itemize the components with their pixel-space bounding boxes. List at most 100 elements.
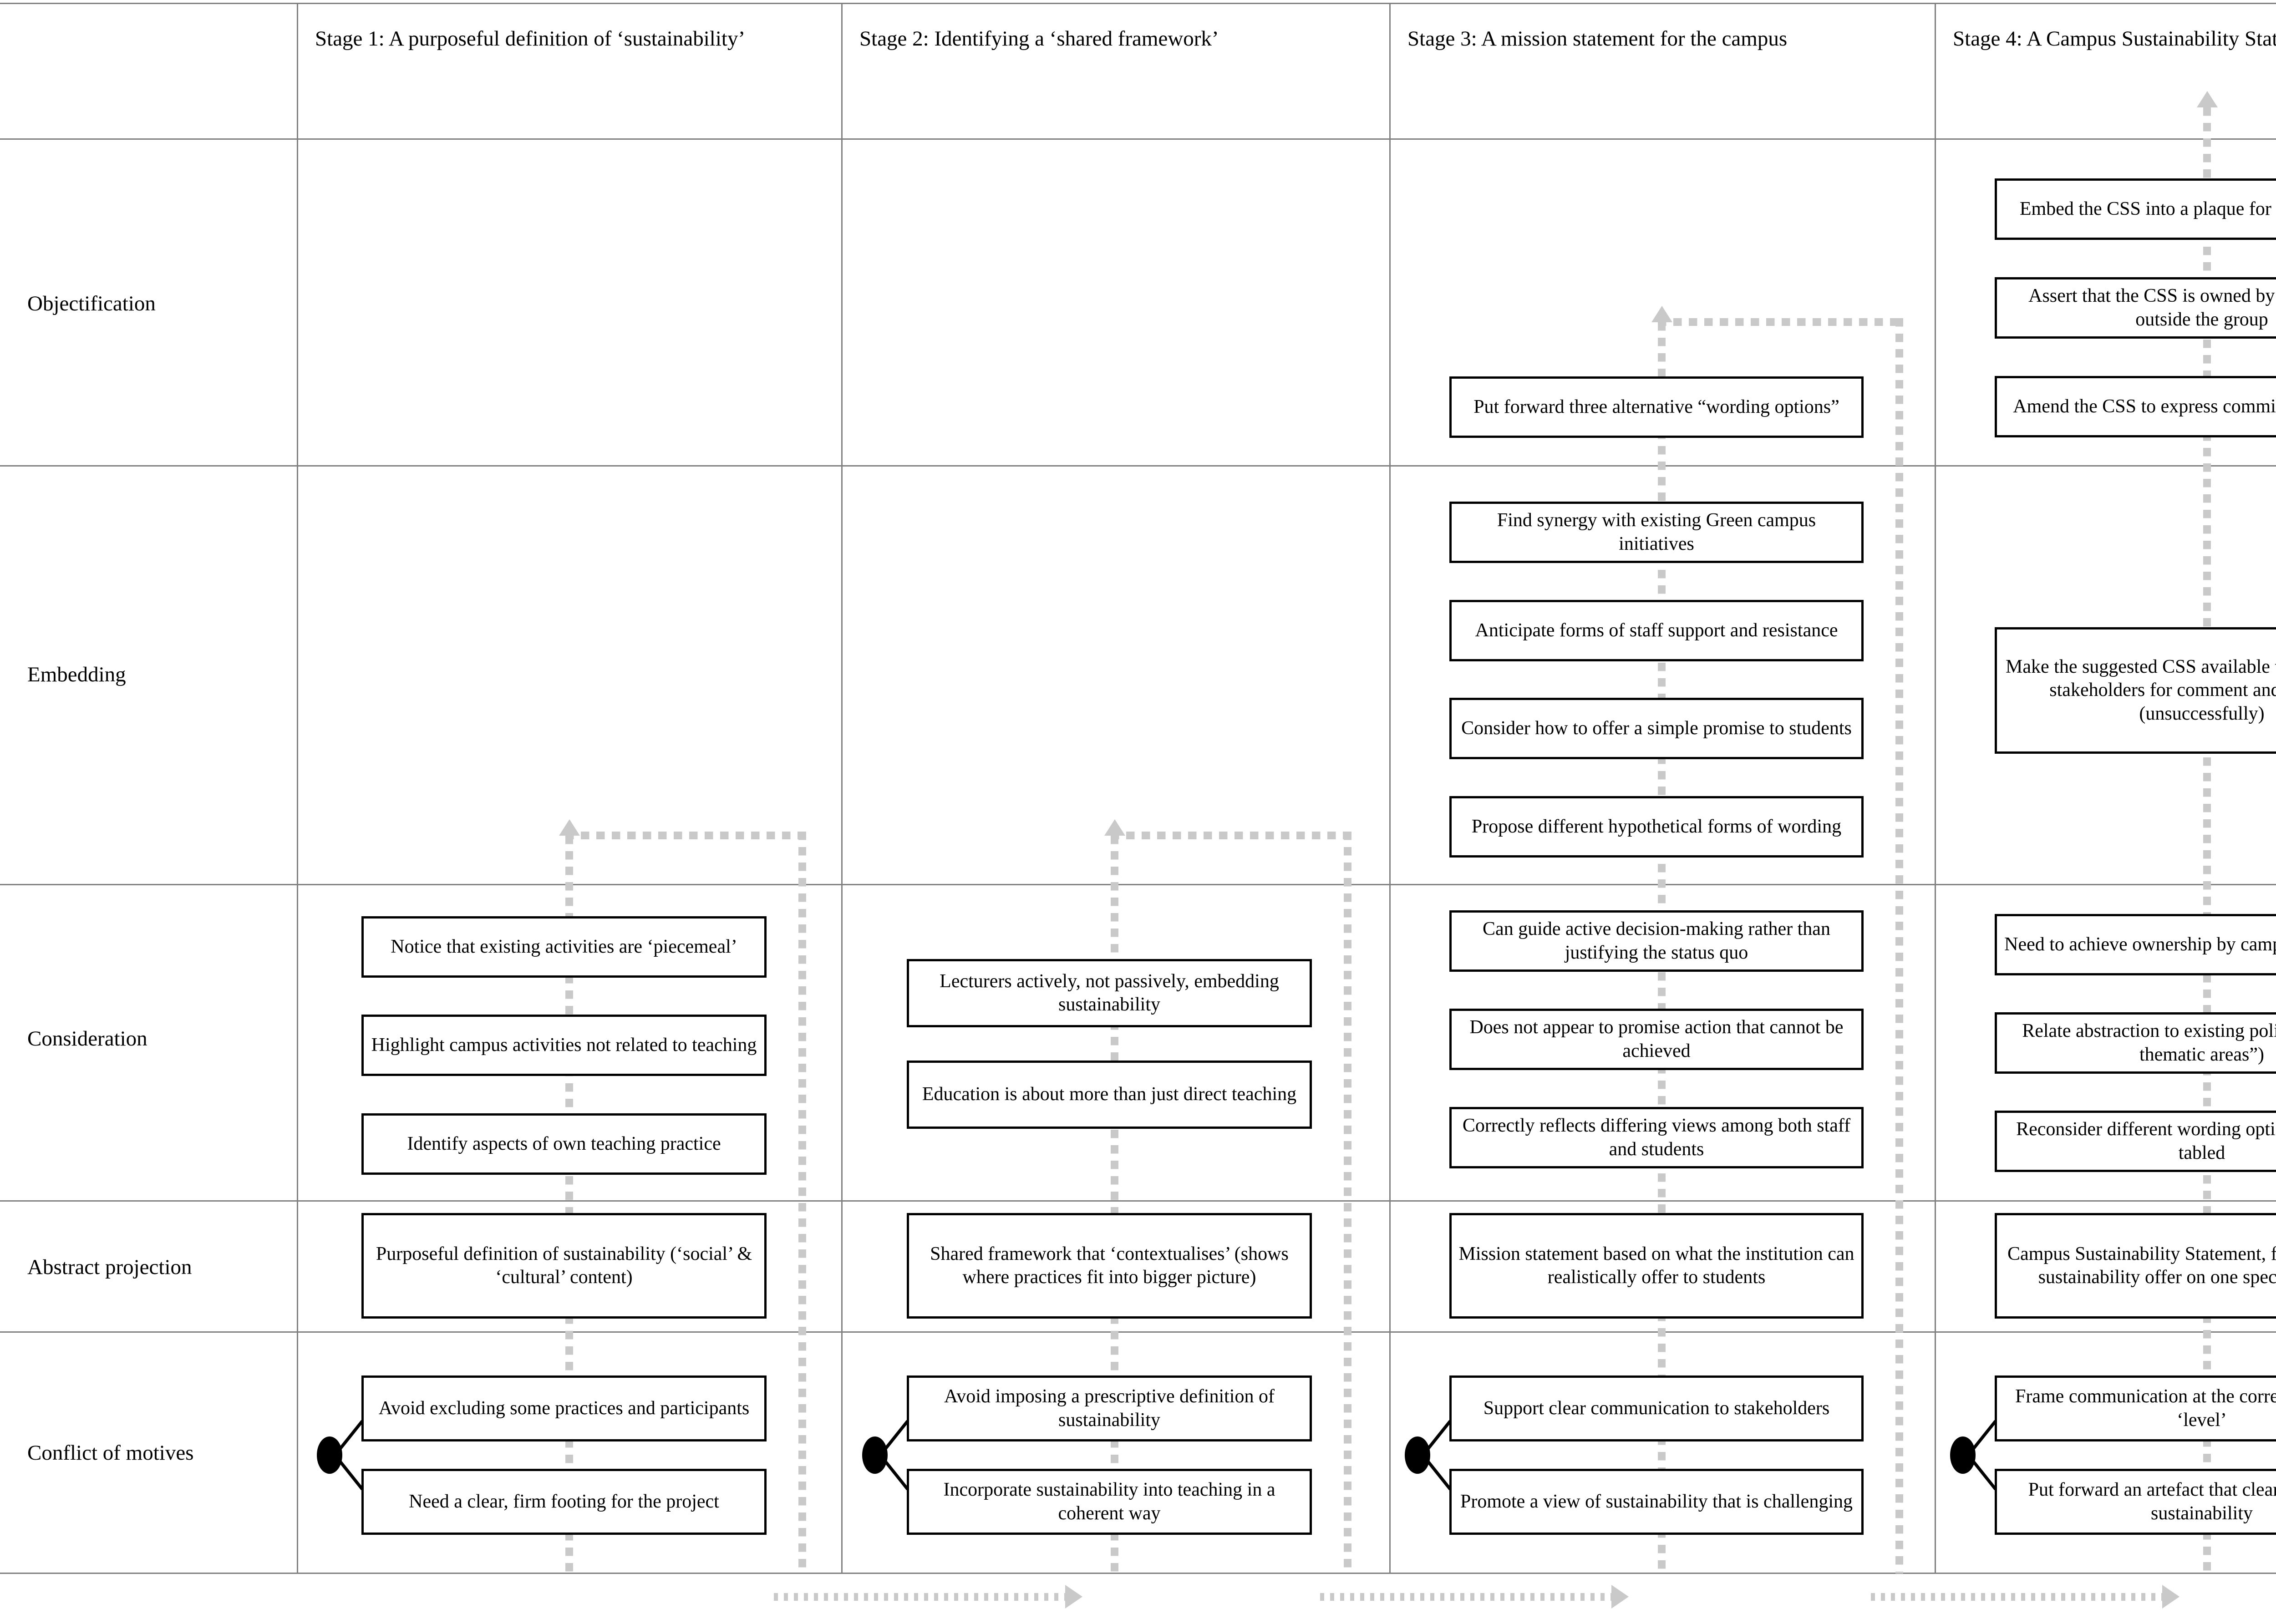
concept-box-text: Embed the CSS into a plaque for public d… [2019, 198, 2276, 219]
concept-box-text: Does not appear to promise action that c… [1469, 1017, 1844, 1061]
grid-col-divider-4 [1935, 3, 1936, 1574]
concept-box-abstract-projection-stage4-0[interactable]: Campus Sustainability Statement, focussi… [1995, 1213, 2276, 1319]
grid-col-divider-1 [297, 3, 298, 1574]
concept-box-text: Amend the CSS to express commitment to a… [2013, 396, 2276, 417]
concept-box-embedding-stage4-0[interactable]: Make the suggested CSS available to a wi… [1995, 627, 2276, 754]
grid-line-consideration-bottom [0, 1200, 2276, 1202]
grid-col-divider-3 [1389, 3, 1391, 1574]
concept-box-text: Put forward an artefact that clearly pri… [2028, 1479, 2276, 1524]
concept-box-text: Notice that existing activities are ‘pie… [391, 936, 737, 957]
flow-arrow-stage1-to-stage2-line [774, 1593, 1065, 1601]
concept-box-objectification-stage4-2[interactable]: Amend the CSS to express commitment to a… [1995, 376, 2276, 437]
concept-box-conflict-of-motives-stage2-0[interactable]: Avoid imposing a prescriptive definition… [907, 1375, 1312, 1441]
column-header-stage2: Stage 2: Identifying a ‘shared framework… [859, 27, 1219, 51]
concept-box-consideration-stage1-2[interactable]: Identify aspects of own teaching practic… [361, 1113, 767, 1175]
grid-line-abstract-bottom [0, 1331, 2276, 1333]
column-header-stage1: Stage 1: A purposeful definition of ‘sus… [315, 27, 746, 51]
conflict-node-dot [1405, 1436, 1430, 1474]
concept-box-text: Mission statement based on what the inst… [1458, 1243, 1854, 1288]
grid-col-divider-2 [841, 3, 843, 1574]
connector-vertical-stage1-right [798, 832, 806, 1573]
grid-line-top [0, 3, 2276, 4]
concept-box-text: Need to achieve ownership by campus stak… [2004, 934, 2276, 955]
grid-line-embedding-bottom [0, 884, 2276, 885]
flow-arrow-stage2-to-stage3-line [1320, 1593, 1611, 1601]
concept-box-consideration-stage2-0[interactable]: Lecturers actively, not passively, embed… [907, 959, 1312, 1027]
concept-box-consideration-stage2-1[interactable]: Education is about more than just direct… [907, 1061, 1312, 1129]
concept-box-text: Support clear communication to stakehold… [1483, 1397, 1830, 1419]
concept-box-text: Consider how to offer a simple promise t… [1461, 717, 1852, 739]
concept-box-consideration-stage4-0[interactable]: Need to achieve ownership by campus stak… [1995, 914, 2276, 975]
concept-box-abstract-projection-stage1-0[interactable]: Purposeful definition of sustainability … [361, 1213, 767, 1319]
concept-box-text: Incorporate sustainability into teaching… [943, 1479, 1275, 1524]
flow-arrow-stage3-to-stage4-line [1871, 1593, 2162, 1601]
conflict-marker-stage4 [1950, 1375, 2000, 1535]
arrow-up-stage3 [1651, 306, 1672, 322]
concept-box-objectification-stage4-1[interactable]: Assert that the CSS is owned by stakehol… [1995, 277, 2276, 339]
conflict-marker-stage1 [317, 1375, 367, 1535]
grid-line-bottom [0, 1573, 2276, 1574]
row-label-embedding: Embedding [27, 663, 126, 686]
conflict-node-dot [1950, 1436, 1976, 1474]
concept-box-text: Put forward three alternative “wording o… [1473, 396, 1839, 417]
concept-box-consideration-stage1-0[interactable]: Notice that existing activities are ‘pie… [361, 916, 767, 978]
conflict-node-dot [862, 1436, 888, 1474]
connector-horizontal-stage3-in [1658, 318, 1899, 326]
concept-box-conflict-of-motives-stage1-0[interactable]: Avoid excluding some practices and parti… [361, 1375, 767, 1441]
concept-box-text: Lecturers actively, not passively, embed… [940, 970, 1279, 1015]
concept-box-objectification-stage3-0[interactable]: Put forward three alternative “wording o… [1449, 376, 1864, 438]
concept-box-text: Relate abstraction to existing policy (“… [2022, 1020, 2276, 1065]
concept-box-embedding-stage3-3[interactable]: Propose different hypothetical forms of … [1449, 796, 1864, 858]
concept-box-text: Propose different hypothetical forms of … [1471, 816, 1842, 837]
concept-box-abstract-projection-stage2-0[interactable]: Shared framework that ‘contextualises’ (… [907, 1213, 1312, 1319]
concept-box-text: Find synergy with existing Green campus … [1497, 510, 1816, 554]
row-label-conflict-of-motives: Conflict of motives [27, 1441, 194, 1465]
conflict-marker-stage2 [862, 1375, 912, 1535]
connector-horizontal-stage1-in [565, 832, 802, 839]
connector-vertical-stage2-right [1344, 832, 1351, 1573]
concept-box-consideration-stage3-0[interactable]: Can guide active decision-making rather … [1449, 910, 1864, 972]
concept-box-embedding-stage3-1[interactable]: Anticipate forms of staff support and re… [1449, 600, 1864, 661]
concept-box-embedding-stage3-0[interactable]: Find synergy with existing Green campus … [1449, 502, 1864, 563]
concept-box-text: Anticipate forms of staff support and re… [1475, 619, 1838, 641]
concept-box-text: Avoid imposing a prescriptive definition… [944, 1386, 1275, 1431]
concept-box-conflict-of-motives-stage4-1[interactable]: Put forward an artefact that clearly pri… [1995, 1469, 2276, 1535]
concept-box-conflict-of-motives-stage4-0[interactable]: Frame communication at the correct insti… [1995, 1375, 2276, 1441]
row-label-abstract-projection: Abstract projection [27, 1255, 192, 1279]
concept-box-conflict-of-motives-stage3-1[interactable]: Promote a view of sustainability that is… [1449, 1469, 1864, 1535]
concept-box-text: Avoid excluding some practices and parti… [378, 1397, 750, 1419]
connector-vertical-stage4 [2203, 107, 2211, 1573]
arrow-up-stage4 [2197, 91, 2218, 107]
concept-box-text: Correctly reflects differing views among… [1462, 1115, 1851, 1160]
concept-box-consideration-stage3-1[interactable]: Does not appear to promise action that c… [1449, 1009, 1864, 1070]
concept-box-text: Assert that the CSS is owned by stakehol… [2028, 285, 2276, 330]
concept-box-consideration-stage4-2[interactable]: Reconsider different wording options pre… [1995, 1111, 2276, 1172]
concept-box-text: Campus Sustainability Statement, focussi… [2007, 1243, 2276, 1288]
concept-box-text: Promote a view of sustainability that is… [1460, 1491, 1853, 1512]
concept-box-consideration-stage4-1[interactable]: Relate abstraction to existing policy (“… [1995, 1012, 2276, 1074]
grid-line-header-bottom [0, 138, 2276, 140]
grid-line-objectification-bottom [0, 465, 2276, 467]
concept-box-text: Make the suggested CSS available to a wi… [2006, 656, 2276, 724]
concept-box-abstract-projection-stage3-0[interactable]: Mission statement based on what the inst… [1449, 1213, 1864, 1319]
concept-box-conflict-of-motives-stage3-0[interactable]: Support clear communication to stakehold… [1449, 1375, 1864, 1441]
concept-box-objectification-stage4-0[interactable]: Embed the CSS into a plaque for public d… [1995, 178, 2276, 240]
concept-box-text: Purposeful definition of sustainability … [376, 1243, 752, 1288]
flow-arrow-stage2-to-stage3-head [1611, 1585, 1629, 1609]
concept-box-text: Education is about more than just direct… [922, 1084, 1297, 1105]
concept-box-text: Frame communication at the correct insti… [2015, 1386, 2276, 1431]
concept-box-embedding-stage3-2[interactable]: Consider how to offer a simple promise t… [1449, 698, 1864, 759]
concept-box-conflict-of-motives-stage1-1[interactable]: Need a clear, firm footing for the proje… [361, 1469, 767, 1535]
column-header-stage4: Stage 4: A Campus Sustainability Stateme… [1953, 27, 2276, 51]
concept-box-consideration-stage3-2[interactable]: Correctly reflects differing views among… [1449, 1107, 1864, 1168]
connector-horizontal-stage2-in [1111, 832, 1347, 839]
row-label-consideration: Consideration [27, 1027, 147, 1051]
concept-box-text: Need a clear, firm footing for the proje… [409, 1491, 719, 1512]
concept-box-text: Shared framework that ‘contextualises’ (… [930, 1243, 1289, 1288]
concept-box-text: Reconsider different wording options pre… [2016, 1119, 2276, 1163]
flow-arrow-stage3-to-stage4-head [2162, 1585, 2179, 1609]
concept-box-text: Identify aspects of own teaching practic… [407, 1133, 721, 1154]
concept-box-conflict-of-motives-stage2-1[interactable]: Incorporate sustainability into teaching… [907, 1469, 1312, 1535]
connector-vertical-stage2 [1111, 836, 1118, 1573]
concept-box-consideration-stage1-1[interactable]: Highlight campus activities not related … [361, 1015, 767, 1076]
